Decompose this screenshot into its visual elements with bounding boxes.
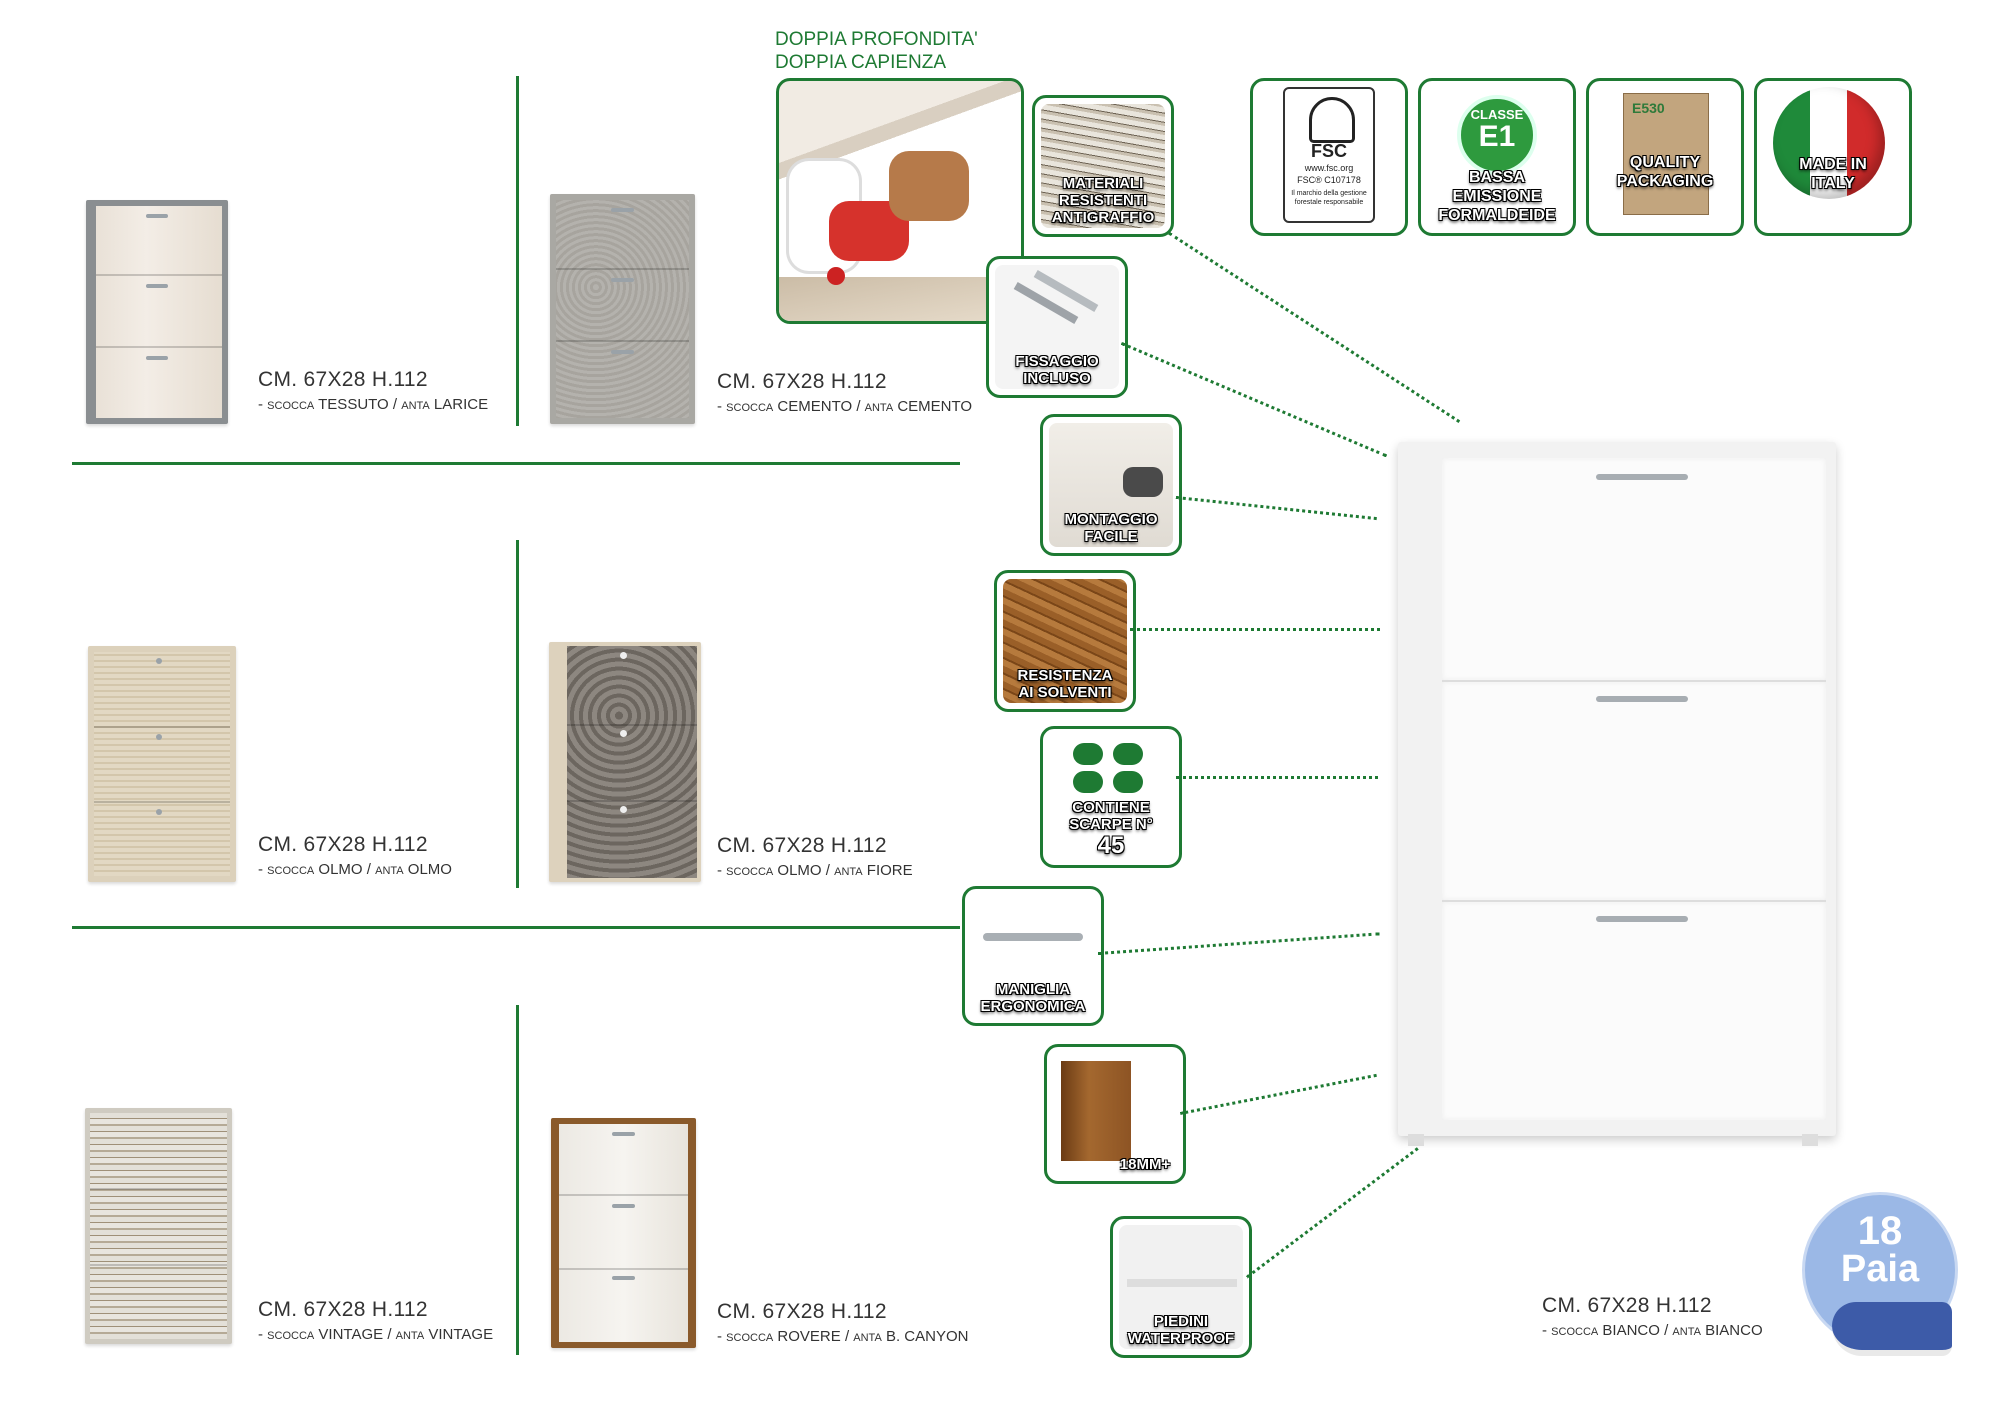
- divider-vertical-1: [516, 76, 519, 426]
- divider-horizontal-1: [72, 462, 960, 465]
- header-line-1: DOPPIA PROFONDITA': [775, 29, 978, 50]
- header-text: DOPPIA PROFONDITA' DOPPIA CAPIENZA: [775, 28, 978, 74]
- cabinet-olmo-fiore: [549, 642, 701, 882]
- connector-6: [1098, 932, 1380, 955]
- connector-7: [1180, 1073, 1377, 1115]
- connector-3: [1175, 496, 1377, 521]
- handle-1: [1596, 474, 1688, 480]
- cabinet-vintage-vintage: [85, 1108, 232, 1344]
- fsc-tree-icon: [1309, 97, 1355, 143]
- footprints-icon: [1073, 743, 1103, 765]
- divider-horizontal-2: [72, 926, 960, 929]
- variant-caption-7: CM. 67X28 H.112 - scocca BIANCO / anta B…: [1542, 1294, 1763, 1339]
- variant-dimensions: CM. 67X28 H.112: [717, 370, 887, 393]
- variant-caption-2: CM. 67X28 H.112 - scocca CEMENTO / anta …: [717, 370, 973, 415]
- header-line-2: DOPPIA CAPIENZA: [775, 52, 947, 73]
- cabinet-cemento-cemento: [550, 194, 695, 424]
- drawer-photo: [776, 78, 1024, 324]
- variant-caption-6: CM. 67X28 H.112 - scocca ROVERE / anta B…: [717, 1300, 969, 1345]
- cert-fsc: FSC www.fsc.org FSC® C107178 Il marchio …: [1250, 78, 1408, 236]
- variant-caption-3: CM. 67X28 H.112 - scocca OLMO / anta OLM…: [258, 833, 452, 878]
- connector-4: [1130, 628, 1380, 631]
- pairs-word: Paia: [1840, 1248, 1920, 1290]
- shoe-icon: [1832, 1302, 1952, 1356]
- variant-dimensions: CM. 67X28 H.112: [717, 1300, 887, 1323]
- handle-2: [1596, 696, 1688, 702]
- cabinet-olmo-olmo: [88, 646, 236, 882]
- connector-8: [1246, 1147, 1419, 1279]
- variant-caption-1: CM. 67X28 H.112 - scocca TESSUTO / anta …: [258, 368, 489, 413]
- pairs-number: 18: [1857, 1209, 1903, 1253]
- variant-dimensions: CM. 67X28 H.112: [258, 833, 428, 856]
- divider-vertical-3: [516, 1005, 519, 1355]
- connector-1: [1168, 232, 1461, 423]
- variant-caption-4: CM. 67X28 H.112 - scocca OLMO / anta FIO…: [717, 834, 913, 879]
- connector-5: [1176, 776, 1378, 779]
- variant-dimensions: CM. 67X28 H.112: [717, 834, 887, 857]
- handle-3: [1596, 916, 1688, 922]
- divider-vertical-2: [516, 540, 519, 888]
- variant-dimensions: CM. 67X28 H.112: [258, 368, 428, 391]
- feature-spessore: 18MM+: [1044, 1044, 1186, 1184]
- italy-flag-icon: [1773, 87, 1885, 199]
- variant-caption-5: CM. 67X28 H.112 - scocca VINTAGE / anta …: [258, 1298, 494, 1343]
- cabinet-bianco-main: [1398, 442, 1836, 1146]
- variant-dimensions: CM. 67X28 H.112: [258, 1298, 428, 1321]
- cabinet-rovere-canyon: [551, 1118, 696, 1348]
- variant-dimensions: CM. 67X28 H.112: [1542, 1294, 1712, 1317]
- cabinet-tessuto-larice: [86, 200, 228, 424]
